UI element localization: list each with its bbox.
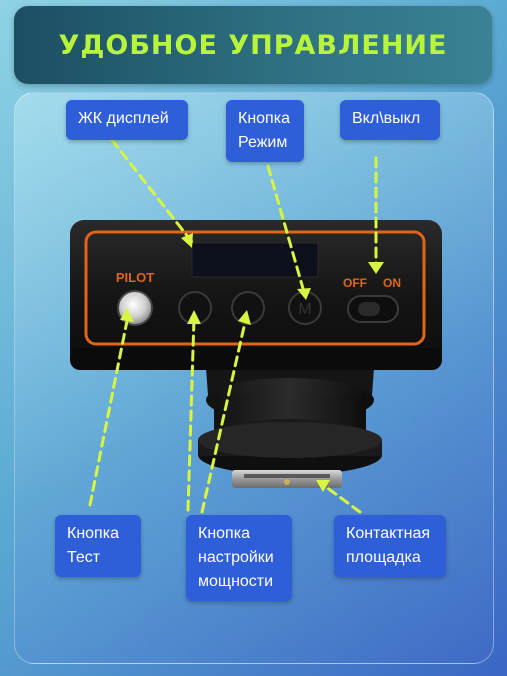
title-banner: УДОБНОЕ УПРАВЛЕНИЕ: [14, 6, 492, 84]
label-mode-button: Кнопка Режим: [226, 100, 304, 162]
arrowhead-power-up: [238, 310, 251, 325]
arrowhead-test: [120, 308, 134, 322]
label-mode-line2: Режим: [238, 134, 288, 151]
pilot-text: PILOT: [116, 270, 154, 285]
arrow-power-up: [200, 316, 248, 514]
label-test-line2: Тест: [67, 549, 101, 566]
label-power-adj-line2: настройки: [198, 549, 274, 566]
label-power-adjust-button: Кнопка настройки мощности: [186, 515, 292, 601]
label-power-switch: Вкл\выкл: [340, 100, 440, 140]
label-mode-line1: Кнопка: [238, 110, 290, 127]
arrowhead-power-switch: [368, 262, 384, 274]
arrow-power-down: [186, 316, 196, 512]
label-test-line1: Кнопка: [67, 525, 119, 542]
arrow-test: [88, 314, 130, 507]
arrowhead-mode: [297, 288, 311, 300]
contact-pad: [284, 479, 290, 485]
label-lcd-text: ЖК дисплей: [78, 110, 169, 127]
label-power-adj-line1: Кнопка: [198, 525, 250, 542]
arrow-lcd: [110, 138, 194, 244]
arrowhead-power-down: [187, 310, 201, 324]
label-contact-pad: Контактная площадка: [334, 515, 446, 577]
mode-button-glyph: M: [298, 301, 311, 318]
arrowhead-contact: [316, 480, 330, 492]
label-lcd-display: ЖК дисплей: [66, 100, 188, 140]
arrow-contact: [320, 482, 362, 514]
off-text: OFF: [343, 276, 367, 290]
on-text: ON: [383, 276, 401, 290]
page-title: УДОБНОЕ УПРАВЛЕНИЕ: [58, 29, 448, 61]
arrowhead-lcd: [181, 233, 193, 248]
label-contact-line2: площадка: [346, 549, 421, 566]
orange-frame: [84, 230, 426, 346]
label-power-adj-line3: мощности: [198, 573, 274, 590]
label-contact-line1: Контактная: [346, 525, 431, 542]
label-test-button: Кнопка Тест: [55, 515, 141, 577]
label-power-text: Вкл\выкл: [352, 110, 421, 127]
arrow-mode: [266, 164, 306, 294]
lcd-display: [191, 242, 319, 278]
